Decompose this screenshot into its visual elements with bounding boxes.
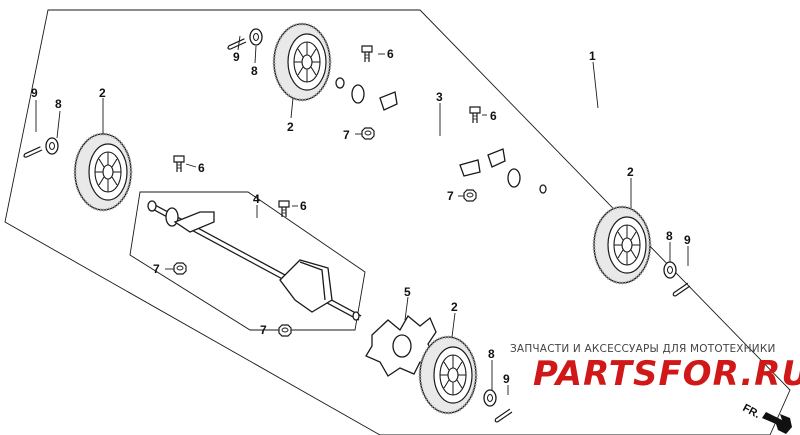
washer-top (249, 28, 263, 46)
nut-3 (173, 262, 187, 275)
front-direction-indicator: FR. (741, 402, 792, 434)
callout-7b: 7 (447, 189, 454, 203)
nut-1 (361, 127, 375, 140)
front-direction-label: FR. (741, 402, 762, 421)
bolt-2 (469, 106, 481, 124)
washer-right (663, 261, 677, 279)
washer-bottom (483, 389, 497, 407)
callout-7d: 7 (260, 323, 267, 337)
callout-6c: 6 (198, 161, 205, 175)
callout-2-top: 2 (287, 120, 294, 134)
bolt-1 (361, 45, 373, 63)
callout-9d: 9 (503, 372, 510, 386)
callout-5: 5 (404, 285, 411, 299)
leader-lines (35, 35, 689, 395)
callout-4: 4 (253, 192, 260, 206)
callout-1: 1 (589, 49, 596, 63)
callout-6d: 6 (300, 199, 307, 213)
callout-6a: 6 (387, 47, 394, 61)
wheel-top (272, 22, 332, 102)
callout-2-bottom: 2 (451, 300, 458, 314)
callout-8c: 8 (666, 229, 673, 243)
callout-8b: 8 (55, 97, 62, 111)
watermark-logo: PARTSFOR.RU (533, 354, 800, 394)
callout-7c: 7 (153, 262, 160, 276)
callout-2-left: 2 (99, 86, 106, 100)
callout-3: 3 (436, 90, 443, 104)
cotter-pin-right (672, 279, 692, 301)
bolt-3 (173, 155, 185, 173)
washer-left (45, 137, 59, 155)
assembly-outline (4, 9, 791, 435)
callout-2-right: 2 (627, 165, 634, 179)
wheel-bottom (418, 335, 478, 415)
callout-8a: 8 (251, 64, 258, 78)
wheel-left (73, 132, 133, 212)
callout-9b: 9 (31, 86, 38, 100)
callout-9c: 9 (684, 233, 691, 247)
callout-9a: 9 (233, 50, 240, 64)
front-axle (147, 200, 362, 321)
wheel-right (592, 205, 652, 285)
front-direction-arrow-icon (762, 412, 792, 434)
rear-axle (335, 77, 547, 194)
nut-4 (278, 324, 292, 337)
callout-8d: 8 (488, 347, 495, 361)
cotter-pin-bottom (494, 405, 514, 427)
cotter-pin-left (22, 141, 44, 164)
watermark-caption: ЗАПЧАСТИ И АКСЕССУАРЫ ДЛЯ МОТОТЕХНИКИ (510, 343, 776, 355)
axle-subassembly-outline (129, 191, 366, 331)
nut-2 (463, 189, 477, 202)
callout-6b: 6 (490, 109, 497, 123)
callout-7a: 7 (343, 128, 350, 142)
